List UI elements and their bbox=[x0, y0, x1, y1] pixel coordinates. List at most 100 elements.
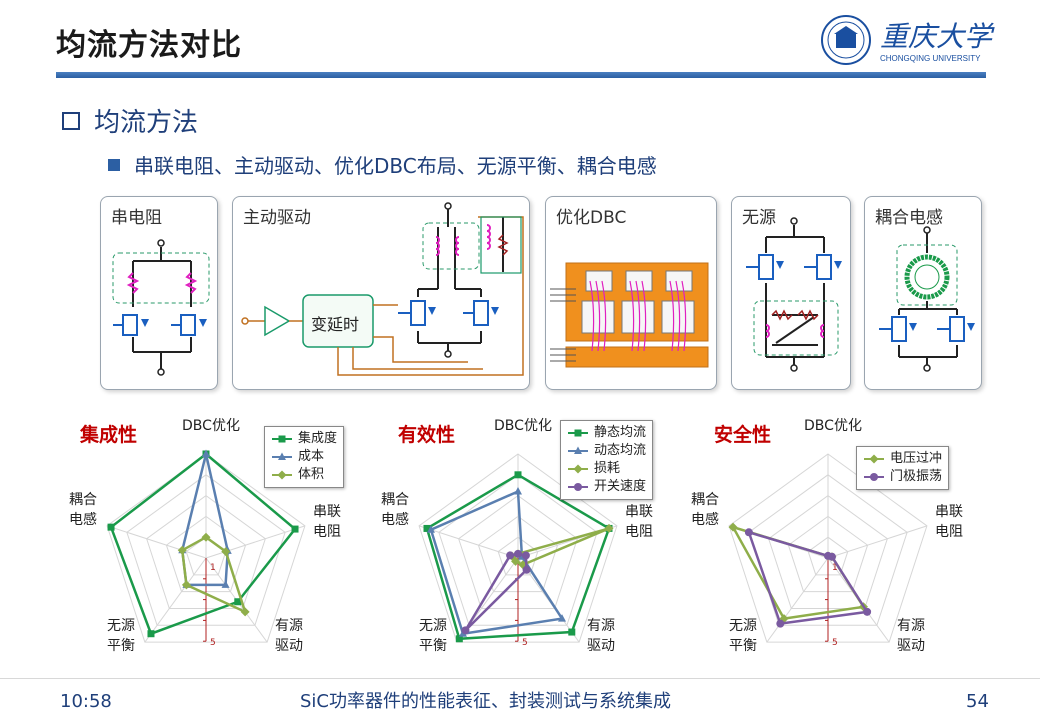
legend-marker bbox=[870, 473, 878, 481]
series-line bbox=[180, 453, 230, 587]
radar-axis-label: 串联电阻 bbox=[313, 504, 341, 540]
section-heading-text: 均流方法 bbox=[94, 108, 199, 138]
subheading: 串联电阻、主动驱动、优化DBC布局、无源平衡、耦合电感 bbox=[108, 150, 657, 179]
legend-swatch bbox=[272, 470, 292, 480]
series-point bbox=[202, 449, 210, 457]
title-rule bbox=[56, 72, 986, 78]
series-point bbox=[604, 523, 614, 533]
series-point bbox=[426, 525, 435, 533]
legend-marker bbox=[278, 452, 286, 460]
radar-plot: 15 bbox=[418, 453, 618, 648]
radar-grid-ring bbox=[728, 453, 928, 643]
legend-marker bbox=[574, 483, 582, 491]
radar-axis-label: 无源平衡 bbox=[729, 618, 757, 654]
footer-time: 10:58 bbox=[60, 691, 112, 712]
legend-entry: 动态均流 bbox=[567, 442, 646, 460]
panel-optimized-dbc: 优化DBC bbox=[545, 196, 717, 390]
logo-cn-name: 重庆大学 bbox=[880, 20, 995, 53]
radar-spoke bbox=[766, 557, 829, 643]
radar-grid-ring bbox=[106, 453, 306, 643]
legend-marker bbox=[278, 435, 286, 443]
radar-axis-label: 有源驱动 bbox=[275, 618, 303, 654]
checkbox-bullet-icon bbox=[62, 111, 80, 130]
panel-label: 主动驱动 bbox=[243, 208, 311, 228]
legend-entry: 开关速度 bbox=[567, 478, 646, 496]
series-line bbox=[425, 473, 611, 641]
radar-axis-label: 有源驱动 bbox=[587, 618, 615, 654]
series-point bbox=[506, 551, 515, 560]
page-title: 均流方法对比 bbox=[56, 28, 242, 63]
section-heading: 均流方法 bbox=[62, 102, 198, 139]
radar-axis-label: DBC优化 bbox=[494, 418, 552, 434]
radar-spoke bbox=[418, 525, 519, 559]
legend-entry: 静态均流 bbox=[567, 424, 646, 442]
series-point bbox=[201, 532, 211, 542]
legend-entry: 集成度 bbox=[271, 430, 337, 448]
radar-legend: 电压过冲门极振荡 bbox=[856, 446, 950, 490]
radar-axis-label: 无源平衡 bbox=[419, 618, 447, 654]
radar-chart-effectiveness: 15有效性DBC优化串联电阻有源驱动无源平衡耦合电感静态均流动态均流损耗开关速度 bbox=[370, 410, 700, 678]
series-point bbox=[779, 614, 789, 624]
legend-entry: 体积 bbox=[271, 466, 337, 484]
radar-axis-label: DBC优化 bbox=[804, 418, 862, 434]
radar-axis-label: 耦合电感 bbox=[381, 492, 409, 528]
legend-entry: 成本 bbox=[271, 448, 337, 466]
series-point bbox=[522, 565, 531, 574]
panel-coupled-inductor: 耦合电感 bbox=[864, 196, 982, 390]
series-point bbox=[863, 607, 872, 616]
scale-tick-label: 1 bbox=[832, 563, 838, 573]
legend-label: 门极振荡 bbox=[890, 469, 943, 484]
radar-plot: 15 bbox=[106, 449, 306, 648]
radar-legend: 集成度成本体积 bbox=[264, 426, 345, 488]
series-point bbox=[181, 580, 191, 590]
series-point bbox=[776, 619, 785, 628]
legend-label: 集成度 bbox=[298, 431, 338, 446]
series-point bbox=[455, 635, 463, 643]
radar-spoke bbox=[106, 525, 207, 559]
series-point bbox=[511, 556, 521, 566]
radar-grid-ring bbox=[418, 453, 618, 643]
scale-tick-label: 5 bbox=[832, 638, 838, 648]
passive-balance-circuit bbox=[746, 217, 842, 372]
radar-title: 安全性 bbox=[714, 424, 772, 446]
legend-entry: 门极振荡 bbox=[863, 468, 942, 486]
panel-label: 优化DBC bbox=[556, 208, 627, 228]
radar-axis-label: 耦合电感 bbox=[69, 492, 97, 528]
logo-en-name: CHONGQING UNIVERSITY bbox=[880, 54, 981, 63]
series-point bbox=[107, 523, 115, 531]
legend-label: 损耗 bbox=[594, 461, 621, 476]
radar-axis-label: 串联电阻 bbox=[935, 504, 963, 540]
square-bullet-icon bbox=[108, 158, 120, 171]
series-point bbox=[744, 528, 753, 537]
legend-swatch bbox=[272, 452, 292, 460]
series-point bbox=[291, 525, 299, 533]
legend-marker bbox=[277, 470, 287, 480]
legend-swatch bbox=[272, 435, 292, 443]
footer-title: SiC功率器件的性能表征、封装测试与系统集成 bbox=[300, 691, 671, 712]
series-point bbox=[234, 598, 242, 606]
series-point bbox=[221, 547, 231, 557]
radar-spoke bbox=[827, 525, 928, 559]
legend-swatch bbox=[568, 483, 588, 491]
legend-marker bbox=[869, 454, 879, 464]
series-point bbox=[568, 628, 576, 636]
radar-spoke bbox=[144, 557, 207, 643]
legend-label: 体积 bbox=[298, 467, 325, 482]
dbc-layout-figure bbox=[550, 262, 709, 368]
series-line bbox=[180, 535, 248, 615]
panel-label: 串电阻 bbox=[111, 208, 162, 228]
legend-marker bbox=[573, 464, 583, 474]
legend-swatch bbox=[864, 454, 884, 464]
series-resistor-circuit bbox=[112, 239, 210, 376]
radar-legend: 静态均流动态均流损耗开关速度 bbox=[560, 420, 654, 500]
series-point bbox=[827, 552, 836, 561]
panel-series-resistor: 串电阻 bbox=[100, 196, 218, 390]
legend-marker bbox=[574, 446, 582, 454]
series-line bbox=[429, 489, 565, 636]
radar-axis-label: 有源驱动 bbox=[897, 618, 925, 654]
coupled-inductor-circuit bbox=[879, 226, 975, 372]
series-point bbox=[461, 626, 470, 635]
radar-title: 有效性 bbox=[398, 424, 456, 446]
